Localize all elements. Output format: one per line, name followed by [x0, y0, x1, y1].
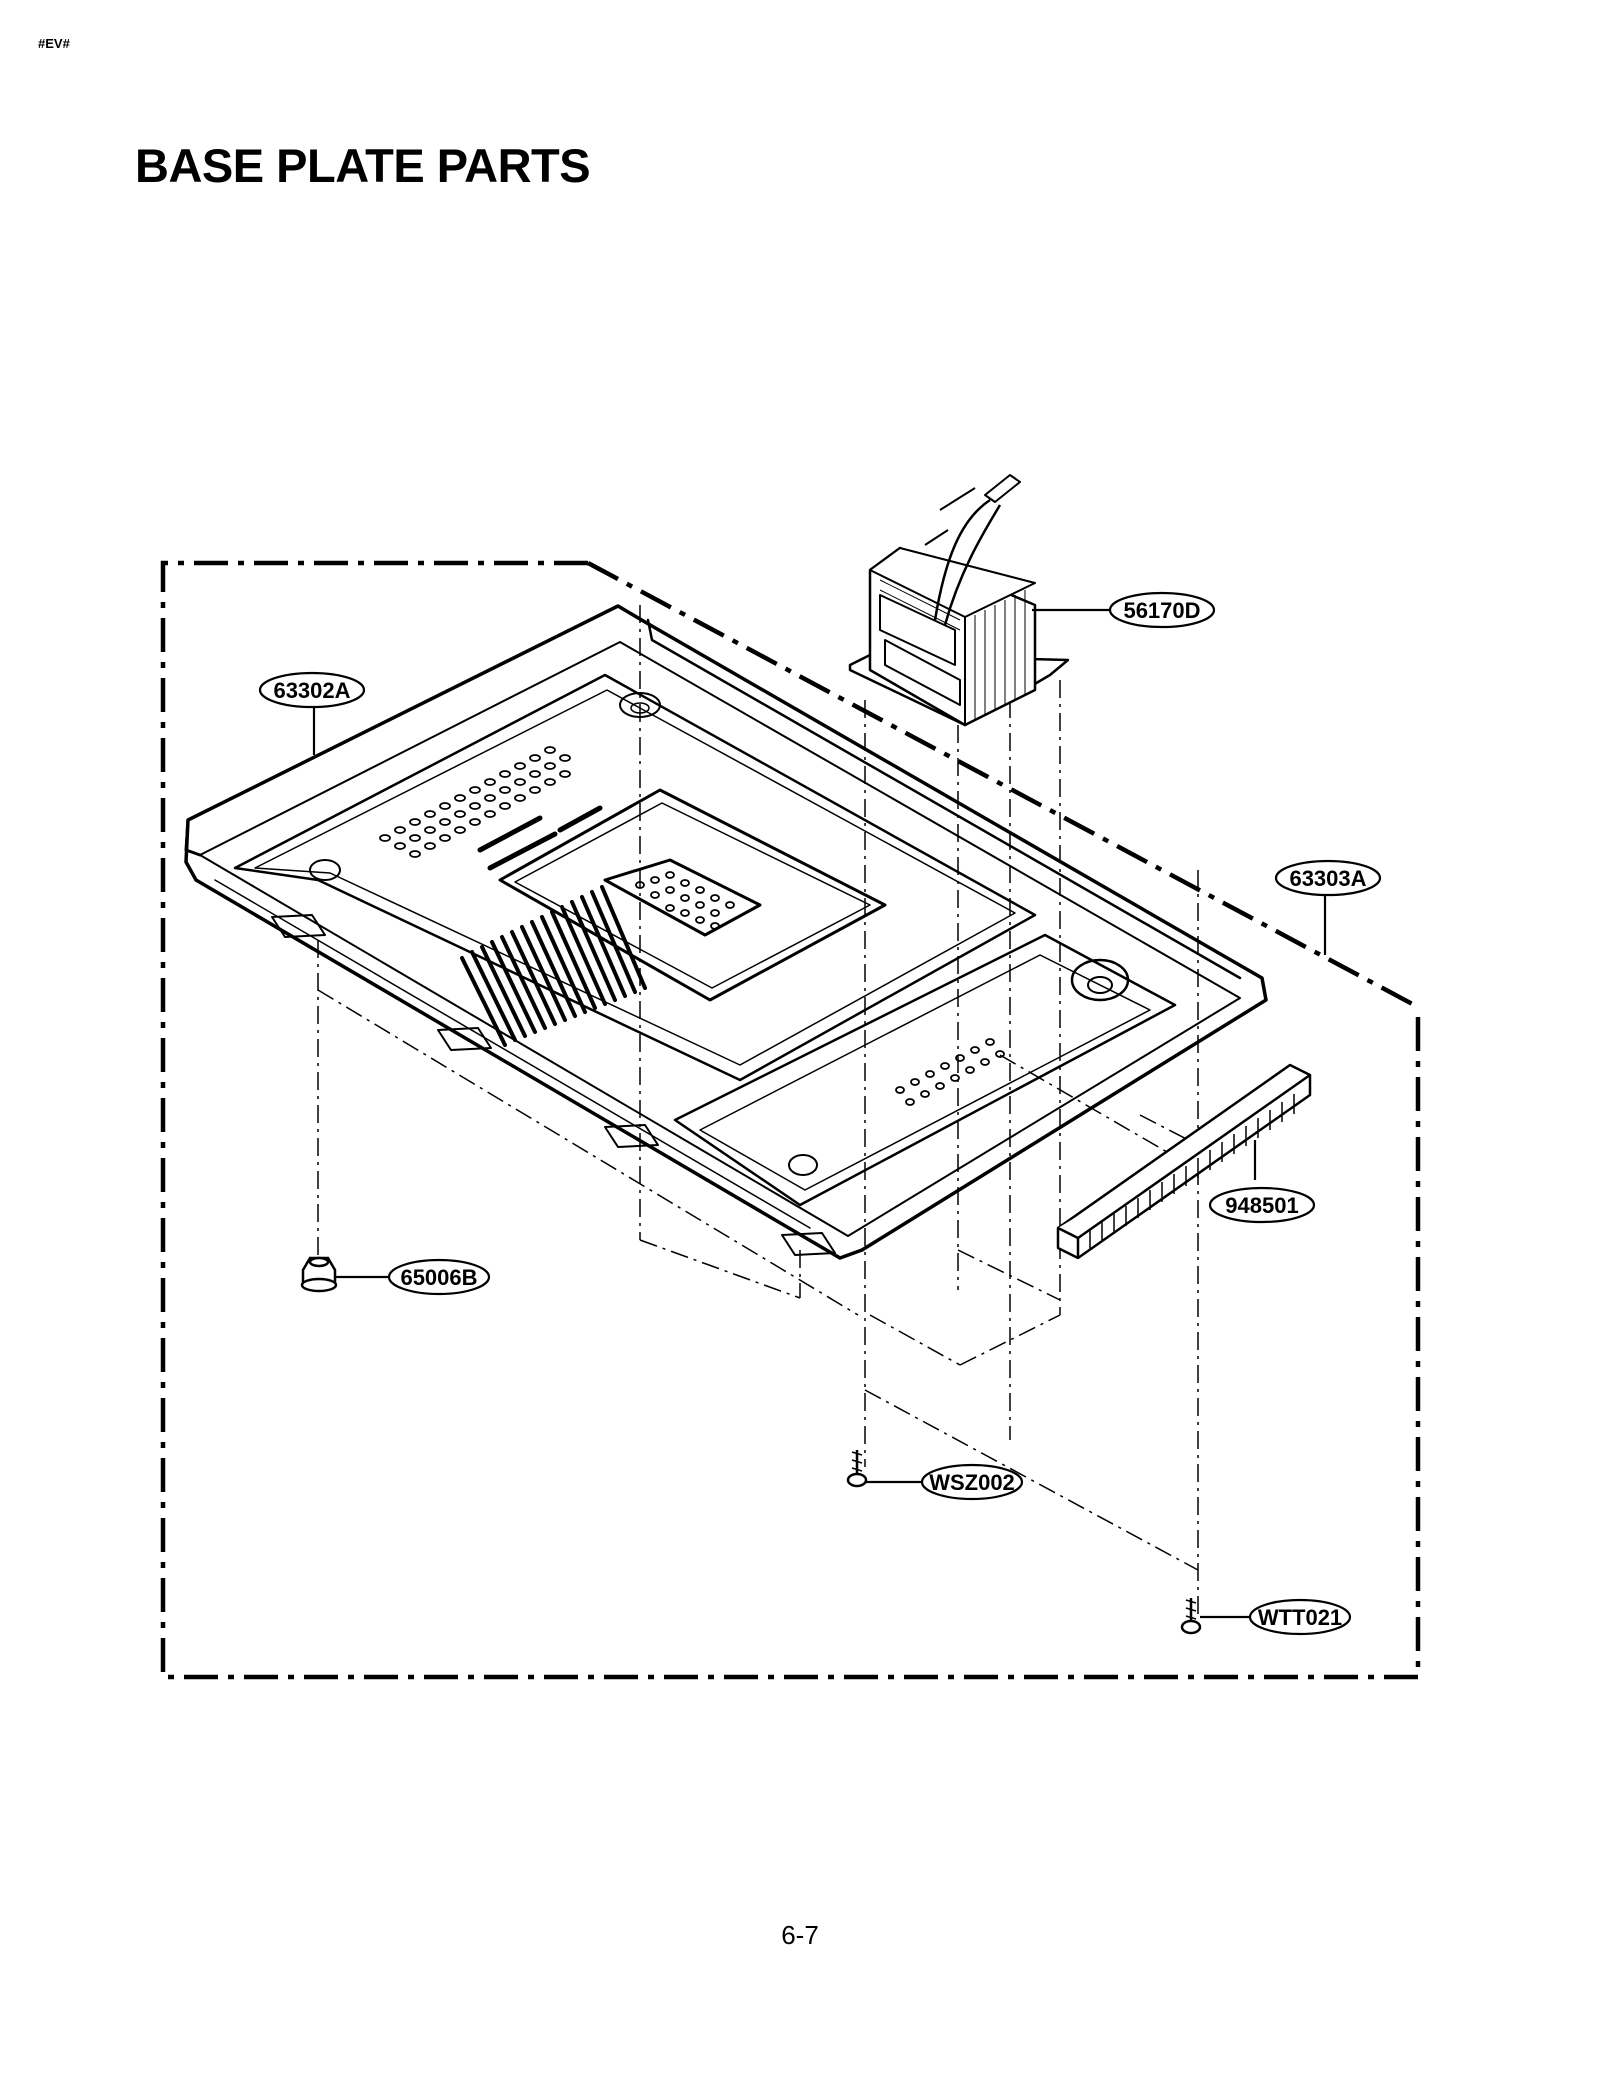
front-louvres	[460, 885, 647, 1047]
callout-WSZ002: WSZ002	[920, 1463, 1024, 1501]
callout-63303A-label: 63303A	[1289, 866, 1366, 891]
callout-65006B: 65006B	[387, 1258, 491, 1296]
page-number: 6-7	[781, 1920, 819, 1950]
base-plate	[184, 604, 1268, 1260]
ferrite-choke-bar	[1056, 1063, 1312, 1260]
callout-63302A-label: 63302A	[273, 678, 350, 703]
callout-WTT021-label: WTT021	[1258, 1605, 1342, 1630]
rubber-foot	[300, 1256, 338, 1293]
high-voltage-transformer	[848, 474, 1070, 727]
document-code: #EV#	[38, 36, 70, 51]
page-title: BASE PLATE PARTS	[135, 139, 591, 192]
callout-56170D: 56170D	[1108, 591, 1216, 629]
screw-wsz002	[846, 1450, 868, 1488]
callout-WTT021: WTT021	[1248, 1598, 1352, 1636]
callout-948501: 948501	[1208, 1186, 1316, 1224]
callout-65006B-label: 65006B	[400, 1265, 477, 1290]
callout-948501-label: 948501	[1225, 1193, 1298, 1218]
callout-63303A: 63303A	[1274, 859, 1382, 897]
alignment-lines	[317, 605, 1199, 1615]
callout-WSZ002-label: WSZ002	[929, 1470, 1015, 1495]
assembly-boundary	[160, 560, 1421, 1680]
vent-hole-pattern	[379, 746, 1005, 1106]
screw-wtt021	[1180, 1598, 1202, 1635]
callout-63302A: 63302A	[258, 671, 366, 709]
callout-56170D-label: 56170D	[1123, 598, 1200, 623]
